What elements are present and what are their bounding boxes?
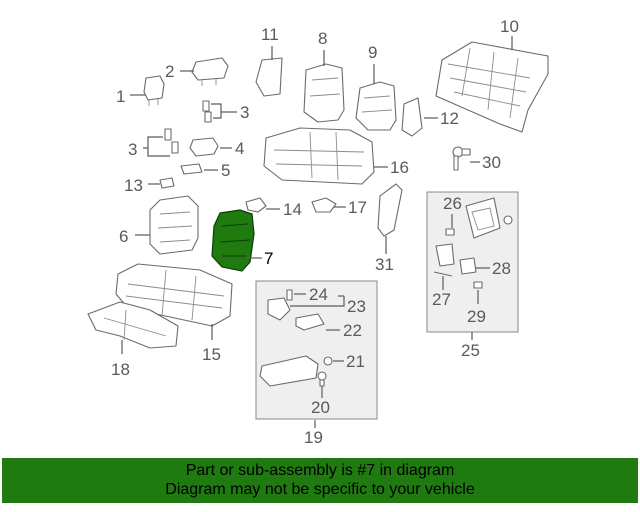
callout-1: 1 bbox=[116, 87, 125, 106]
callout-25: 25 bbox=[461, 341, 480, 360]
callout-12: 12 bbox=[440, 109, 459, 128]
callout-17: 17 bbox=[348, 198, 367, 217]
callout-31: 31 bbox=[375, 255, 394, 274]
callout-24: 24 bbox=[309, 285, 328, 304]
callout-20: 20 bbox=[311, 398, 330, 417]
callout-22: 22 bbox=[343, 321, 362, 340]
part-screw-small bbox=[503, 215, 513, 225]
info-banner: Part or sub-assembly is #7 in diagram Di… bbox=[2, 458, 638, 503]
part-13-clip bbox=[159, 177, 175, 189]
part-16-cushion bbox=[263, 127, 375, 185]
part-3-guides-lower bbox=[164, 128, 179, 154]
part-7-seatback-highlighted bbox=[211, 209, 255, 272]
callout-14: 14 bbox=[283, 200, 302, 219]
leader-3-lower bbox=[143, 136, 170, 157]
callout-18: 18 bbox=[111, 360, 130, 379]
callout-5: 5 bbox=[221, 161, 230, 180]
callout-7: 7 bbox=[264, 249, 273, 268]
part-14-trim bbox=[245, 197, 267, 213]
part-6-seatback bbox=[149, 195, 199, 255]
callout-21: 21 bbox=[346, 352, 365, 371]
part-armrest-body bbox=[259, 355, 319, 387]
part-29-clip bbox=[473, 281, 483, 289]
part-4-bracket bbox=[189, 137, 219, 157]
part-24-screw bbox=[286, 289, 293, 301]
part-31-panel bbox=[377, 183, 403, 237]
part-trim-plate bbox=[435, 243, 455, 267]
part-18-mat bbox=[87, 301, 179, 349]
part-8-seatback bbox=[303, 63, 345, 123]
part-27-pin bbox=[433, 271, 453, 277]
leader-23 bbox=[290, 295, 345, 307]
part-23-bracket bbox=[267, 297, 291, 321]
callout-10: 10 bbox=[500, 17, 519, 36]
part-11-panel bbox=[255, 57, 283, 97]
part-26-clip bbox=[445, 228, 455, 236]
part-22-cupholder bbox=[295, 313, 325, 331]
banner-line-part: Part or sub-assembly is #7 in diagram bbox=[185, 462, 455, 479]
part-30-bolt bbox=[452, 146, 471, 171]
callout-28: 28 bbox=[492, 259, 511, 278]
part-2-headrest bbox=[191, 57, 229, 86]
callout-29: 29 bbox=[467, 307, 486, 326]
part-1-headrest bbox=[143, 75, 165, 106]
part-10-frame bbox=[435, 41, 549, 133]
callout-8: 8 bbox=[318, 29, 327, 48]
part-9-seatback bbox=[355, 81, 397, 131]
callout-11: 11 bbox=[261, 25, 279, 44]
part-5-bracket bbox=[180, 163, 203, 175]
callout-30: 30 bbox=[482, 153, 501, 172]
callout-2: 2 bbox=[165, 62, 174, 81]
part-bezel bbox=[465, 197, 501, 239]
banner-line-disclaimer: Diagram may not be specific to your vehi… bbox=[165, 481, 475, 498]
part-12-panel bbox=[401, 97, 423, 137]
callout-26: 26 bbox=[443, 194, 462, 213]
callout-27: 27 bbox=[432, 290, 451, 309]
callout-15: 15 bbox=[202, 345, 221, 364]
callout-23: 23 bbox=[347, 297, 366, 316]
part-28-cover bbox=[459, 257, 477, 275]
callout-4: 4 bbox=[235, 139, 244, 158]
callout-6: 6 bbox=[119, 227, 128, 246]
callout-13: 13 bbox=[124, 176, 143, 195]
callout-3-lower: 3 bbox=[128, 140, 137, 159]
part-20-clip bbox=[317, 371, 327, 387]
part-3-guides-upper bbox=[202, 100, 212, 123]
leader-3-upper bbox=[211, 103, 237, 119]
callout-3-upper: 3 bbox=[240, 103, 249, 122]
callout-19: 19 bbox=[304, 428, 323, 447]
part-21-nut bbox=[323, 356, 333, 366]
part-17-bracket bbox=[311, 197, 337, 213]
callout-16: 16 bbox=[390, 158, 409, 177]
callout-9: 9 bbox=[368, 43, 377, 62]
